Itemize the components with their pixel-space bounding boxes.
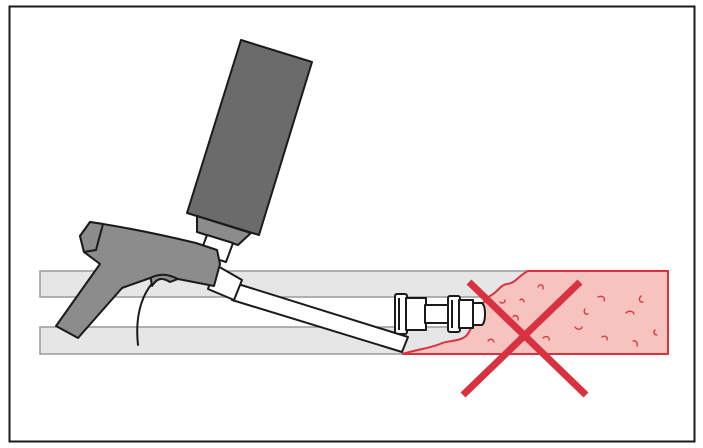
foam-can-icon	[186, 39, 313, 263]
prohibited-x-icon	[460, 279, 589, 398]
can-body	[186, 39, 313, 236]
cross-stroke-2	[460, 279, 583, 398]
gun-rear-cap	[79, 221, 104, 253]
gun-body	[55, 221, 221, 339]
cross-stroke-1	[466, 279, 589, 398]
can-neck	[196, 215, 252, 246]
foam-gun-icon	[55, 221, 409, 353]
frame-border	[8, 5, 696, 443]
